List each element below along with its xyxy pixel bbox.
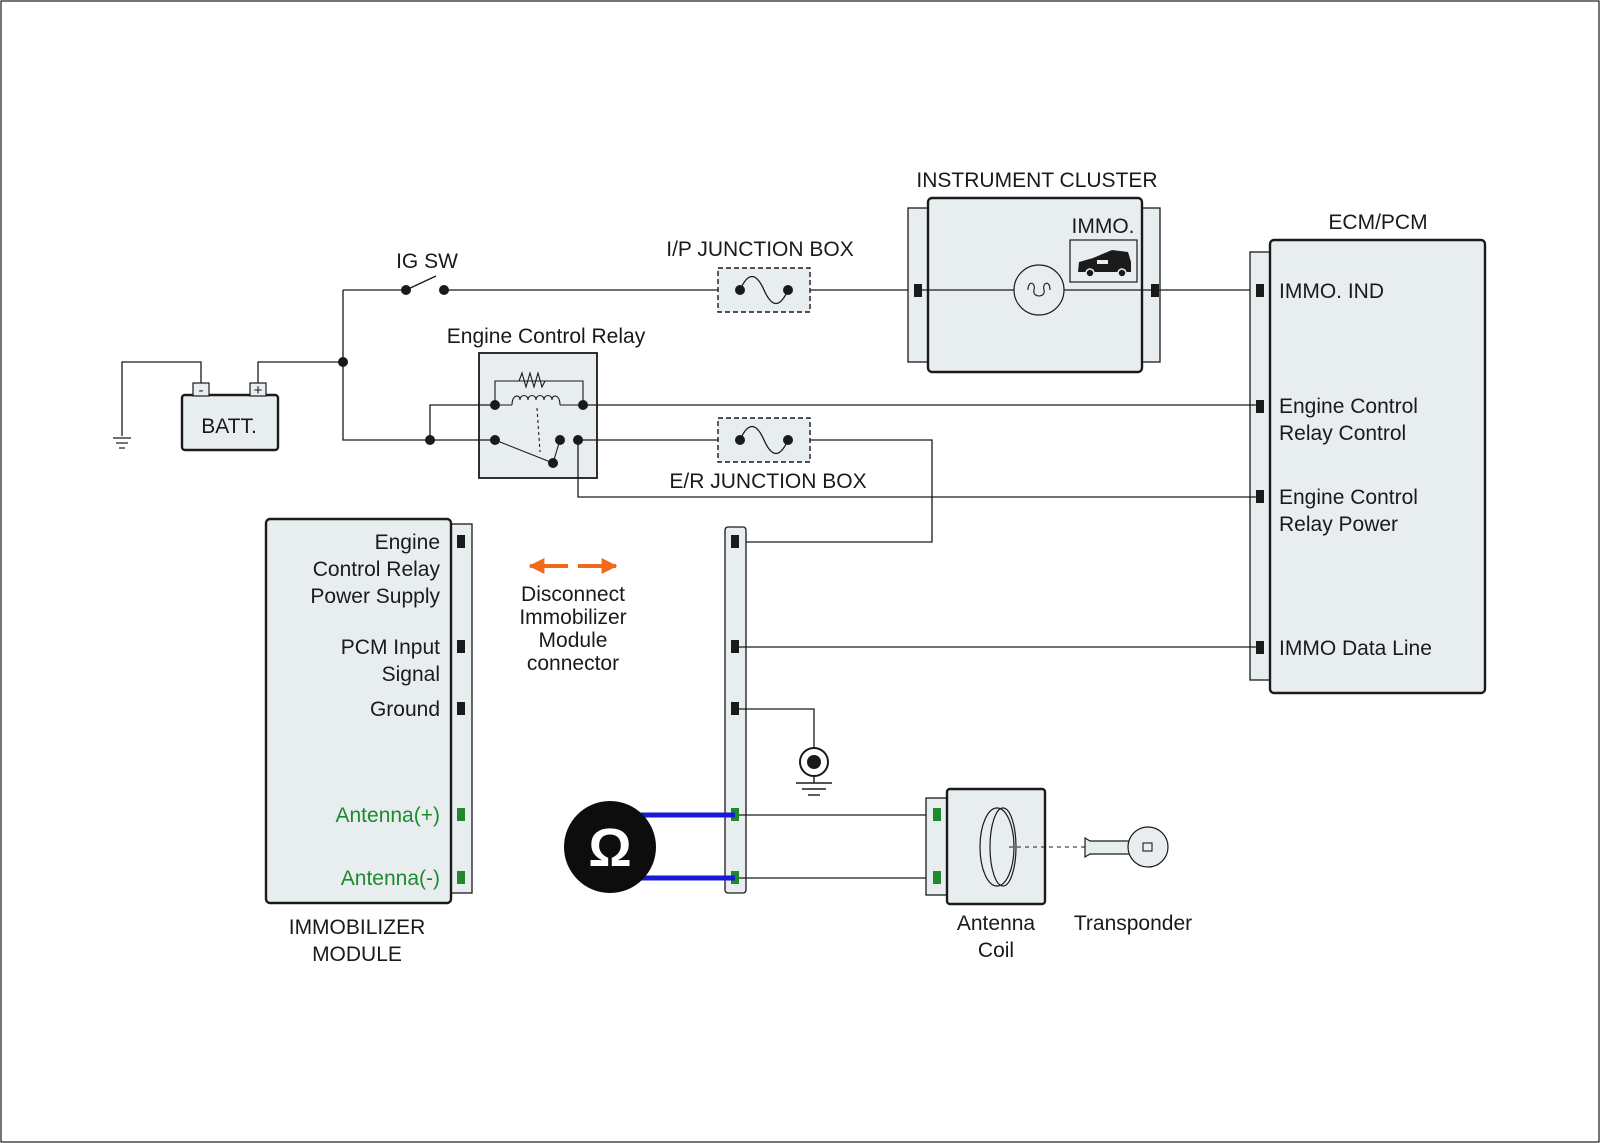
ecm-pin-relay-control-line2: Relay Control xyxy=(1279,422,1406,445)
imm-pin-antenna-neg: Antenna(-) xyxy=(341,867,440,890)
battery-pos-label: + xyxy=(254,382,263,399)
disconnect-note-line4: connector xyxy=(527,652,619,675)
instrument-cluster-label: INSTRUMENT CLUSTER xyxy=(916,169,1157,192)
imm-pin-ground: Ground xyxy=(370,698,440,721)
engine-control-relay xyxy=(478,352,598,479)
immo-label: IMMO. xyxy=(1072,215,1135,238)
er-junction-box xyxy=(717,417,811,463)
ground-icon xyxy=(796,747,832,796)
battery-neg-label: - xyxy=(199,382,204,399)
ecm-pin-relay-power-line1: Engine Control xyxy=(1279,486,1418,509)
er-junction-box-label: E/R JUNCTION BOX xyxy=(669,470,866,493)
imm-pin-antenna-pos: Antenna(+) xyxy=(336,804,441,827)
harness-connector xyxy=(724,526,747,894)
imm-pin-relay-power-line3: Power Supply xyxy=(310,585,440,608)
ig-sw-label: IG SW xyxy=(396,250,458,273)
imm-pin-relay-power-line2: Control Relay xyxy=(313,558,441,581)
ohmmeter-icon: Ω xyxy=(564,801,735,893)
antenna-coil-label-line2: Coil xyxy=(978,939,1014,962)
ecm-pin-relay-power-line2: Relay Power xyxy=(1279,513,1398,536)
disconnect-note-line3: Module xyxy=(539,629,608,652)
ip-junction-box xyxy=(717,267,811,313)
ohm-symbol: Ω xyxy=(588,818,631,878)
ip-junction-box-label: I/P JUNCTION BOX xyxy=(666,238,853,261)
immobilizer-car-icon xyxy=(1069,239,1138,283)
ecm-pcm-label: ECM/PCM xyxy=(1328,211,1427,234)
ecm-pin-immo-data-line: IMMO Data Line xyxy=(1279,637,1432,660)
ip-fuse-icon xyxy=(739,275,789,305)
ecm-pcm xyxy=(1249,238,1487,695)
ecm-pin-relay-control-line1: Engine Control xyxy=(1279,395,1418,418)
indicator-lamp-icon xyxy=(1013,264,1065,316)
battery-ground-icon xyxy=(113,437,131,449)
battery-label: BATT. xyxy=(201,415,257,438)
ig-switch-blade xyxy=(405,275,437,291)
immobilizer-module xyxy=(264,517,473,905)
transponder-label: Transponder xyxy=(1074,912,1192,935)
imm-pin-pcm-input-line1: PCM Input xyxy=(341,636,440,659)
immobilizer-module-label-line1: IMMOBILIZER xyxy=(289,916,426,939)
ecm-pin-immo-ind: IMMO. IND xyxy=(1279,280,1384,303)
instrument-cluster: IMMO. xyxy=(907,196,1161,374)
imm-pin-pcm-input-line2: Signal xyxy=(382,663,440,686)
disconnect-note-line2: Immobilizer xyxy=(519,606,626,629)
transponder-key-icon xyxy=(1084,826,1169,868)
disconnect-note-line1: Disconnect xyxy=(521,583,625,606)
antenna-coil xyxy=(925,787,1085,906)
antenna-coil-label-line1: Antenna xyxy=(957,912,1036,935)
engine-control-relay-label: Engine Control Relay xyxy=(447,325,646,348)
immobilizer-module-label-line2: MODULE xyxy=(312,943,402,966)
battery: - + BATT. xyxy=(180,382,280,452)
imm-pin-relay-power-line1: Engine xyxy=(375,531,440,554)
er-fuse-icon xyxy=(739,425,789,455)
